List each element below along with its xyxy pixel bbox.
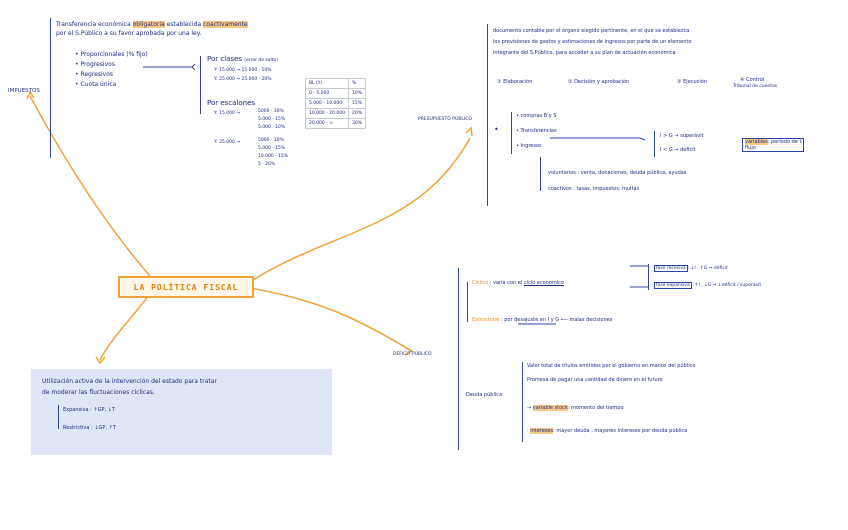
escalon-1-row: 5.000 · 10% (258, 125, 286, 130)
table-cell: 0 - 5.000 (305, 88, 349, 99)
phase-decision: ② Decisión y aprobación (568, 79, 630, 85)
branch-intervencion (99, 293, 151, 361)
escalon-2-label: Y: 25.000 → (214, 140, 241, 145)
phase-control-sub: Tribunal de cuentas (733, 84, 778, 89)
tax-type-regresivos: • Regresivos (75, 71, 114, 78)
arrow-deficit (403, 346, 414, 356)
item-compras: • compras B y S (516, 113, 557, 119)
por-clases-row-1: Y: 15.000 → 15.000 · 10% (214, 68, 272, 73)
por-clases-title: Por clases (error de salto) (207, 55, 279, 63)
table-header-bl: BL (Y) (305, 78, 349, 89)
escalon-1-row: 5.000 · 15% (258, 117, 286, 122)
impuestos-definition-line2: por el S.Público a su favor aprobada por… (56, 30, 202, 37)
presupuesto-definition-2: los previsiones de gastos y estimaciones… (493, 39, 692, 45)
politica-restrictiva: Restrictiva : ↓GP, ↑T (63, 425, 116, 431)
escalon-1-row: 5000 · 10% (258, 109, 284, 114)
deficit-estructural: Estructural : por desajuste en I y G ⟵ m… (472, 317, 613, 323)
ciclico-bracket (648, 264, 649, 290)
phase-ejecucion: ③ Ejecución (677, 79, 707, 85)
impuestos-label: IMPUESTOS (8, 88, 40, 94)
presupuesto-definition-1: documento contable por el órgano elegido… (493, 28, 690, 34)
fase-recesiva: fase recesiva: ↓I , ↑G ⇒ déficit (654, 265, 728, 272)
fase-expansiva: fase expansiva: ↑I , ↓G ⇒ ↓déficit / sup… (654, 282, 762, 289)
table-cell: 20% (347, 108, 367, 119)
deficit-label: DÉFICIT PÚBLICO (393, 352, 432, 357)
branch-presupuesto (249, 137, 471, 283)
deuda-definition-1: Valor total de títulos emitidos por el g… (527, 363, 696, 369)
phase-elaboracion: ① Elaboración (497, 79, 533, 85)
phase-control: ④ Control (740, 77, 765, 83)
table-cell: 20.000 - ∞ (305, 118, 349, 129)
deficit-types-bracket (467, 282, 468, 322)
arrow-impuestos (26, 90, 35, 100)
escalon-1-label: Y: 15.000 → (214, 111, 241, 116)
intervencion-text-1: Utilización activa de la intervención de… (42, 378, 217, 385)
intervencion-box (31, 369, 332, 455)
deuda-bracket (522, 362, 523, 442)
branch-deficit (249, 287, 411, 351)
ingresos-coactivos: coactivos : tasas, impuestos, multas (548, 186, 640, 192)
deuda-definition-2: Promesa de pagar una cantidad de dinero … (527, 377, 663, 383)
presupuesto-definition-3: integrante del S.Público, para acceder a… (493, 50, 676, 56)
tax-type-progresivos: • Progresivos (75, 61, 115, 68)
table-cell: 15% (347, 98, 367, 109)
central-topic: LA POLÍTICA FISCAL (118, 276, 254, 298)
arrow-presupuesto (465, 126, 473, 137)
por-clases-row-2: Y: 25.000 → 25.000 · 20% (214, 77, 272, 82)
ig-superavit: I > G → superávit (660, 133, 704, 139)
escalon-2-row: 5000 · 10% (258, 138, 284, 143)
presupuesto-bracket (487, 24, 488, 206)
deficit-bracket (458, 268, 459, 450)
table-header-pct: % (347, 78, 367, 89)
branch-impuestos (29, 95, 151, 277)
presupuesto-label: PRESUPUESTO PÚBLICO (418, 117, 472, 122)
deuda-label: Deuda pública (466, 392, 503, 398)
politica-expansiva: Expansiva : ↑GP, ↓T (63, 407, 115, 413)
impuestos-bracket (50, 18, 51, 158)
item-transferencias: • Transferencias (516, 128, 557, 134)
deficit-ciclico: Cíclico : varía con el ciclo económico (472, 280, 564, 286)
intervencion-text-2: de moderar las fluctuaciones cíclicas. (42, 389, 155, 396)
table-cell: 5.000 - 10.000 (305, 98, 349, 109)
escalon-2-row: 5.000 · 15% (258, 146, 286, 151)
ig-deficit: I < G → déficit (660, 147, 696, 153)
arrow-intervencion (95, 356, 106, 365)
escalon-2-row: 5 · 20% (258, 162, 276, 167)
deuda-variable-stock: → variable stock: momento del tiempo (527, 405, 624, 411)
table-cell: 10% (347, 88, 367, 99)
ingresos-voluntarios: voluntarios : venta, donaciones, deuda p… (548, 170, 687, 176)
table-cell: 10.000 - 20.000 (305, 108, 349, 119)
ingresos-bracket (540, 157, 541, 191)
ig-bracket (654, 131, 655, 157)
impuestos-definition: Transferencia económica obligatoria esta… (56, 21, 248, 28)
tax-type-cuota-unica: • Cuota única (75, 81, 117, 88)
items-bracket (511, 112, 512, 154)
intervencion-bracket (58, 405, 59, 429)
table-cell: 30% (347, 118, 367, 129)
progresivos-bracket (200, 56, 201, 114)
bullet-icon: • (494, 125, 499, 134)
item-ingresos: • Ingresos (516, 143, 542, 149)
escalon-2-row: 10.000 · 15% (258, 154, 289, 159)
por-escalones-title: Por escalones (207, 99, 256, 107)
tax-type-proporcionales: • Proporcionales (% fijo) (75, 51, 148, 58)
deuda-intereses: · intereses: mayor deuda , mayores inter… (527, 428, 688, 434)
